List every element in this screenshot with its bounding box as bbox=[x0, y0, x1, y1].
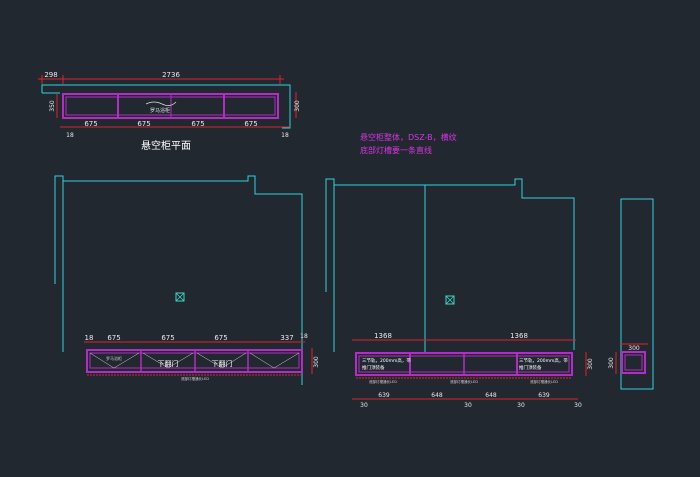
elevation-a-dim-6: 18 bbox=[300, 333, 308, 340]
plan-dim-edge-right: 18 bbox=[281, 132, 289, 139]
elevation-a-door-mark-4 bbox=[249, 352, 300, 369]
plan-depth-left: 350 bbox=[49, 100, 56, 112]
plan-dim-overall: 2736 bbox=[162, 71, 180, 79]
elevation-b-center-marker-x2 bbox=[445, 295, 455, 305]
elevation-a-center-marker-x2 bbox=[175, 292, 185, 302]
plan-dim-module-1: 675 bbox=[84, 120, 97, 128]
elevation-b: 三节轨，200mm高，带 推门顶装备 三节轨，200mm高，带 推门顶装备 底部… bbox=[325, 178, 594, 409]
elevation-b-bottom-note-3: 底部灯槽通长LED bbox=[530, 379, 558, 384]
elevation-a-center-marker-icon bbox=[175, 292, 185, 302]
elevation-b-dim-half-2: 1368 bbox=[510, 332, 528, 340]
elevation-b-dim-bottom-7: 30 bbox=[464, 402, 472, 409]
side-view-cabinet-outer bbox=[621, 351, 646, 374]
elevation-b-center-marker-icon bbox=[445, 295, 455, 305]
plan-dim-module-3: 675 bbox=[191, 120, 204, 128]
plan-dim-module-2: 675 bbox=[137, 120, 150, 128]
elevation-a-bottom-note: 底部灯槽通长LED bbox=[181, 376, 209, 381]
elevation-a-dim-3: 675 bbox=[161, 334, 174, 342]
plan-view: 罗马浴柜 298 2736 350 300 675 675 675 675 18… bbox=[38, 71, 301, 152]
elevation-a-door-label-2: 下翻门 bbox=[212, 359, 233, 368]
side-view-cabinet-inner bbox=[624, 354, 643, 371]
elevation-a-dim-4: 675 bbox=[214, 334, 227, 342]
side-view-wall bbox=[620, 198, 654, 390]
elevation-b-side-text-right-1: 三节轨，200mm高，带 bbox=[519, 357, 568, 364]
side-view: 300 300 bbox=[608, 198, 654, 390]
note-line-2: 底部灯槽要一条直线 bbox=[360, 145, 432, 155]
elevation-b-dim-bottom-3: 648 bbox=[431, 392, 443, 399]
elevation-b-dim-bottom-6: 30 bbox=[574, 402, 582, 409]
elevation-b-dim-bottom-5: 639 bbox=[538, 392, 550, 399]
elevation-a-height: 300 bbox=[313, 356, 320, 368]
design-note: 悬空柜整体，DSZ-B，横纹 底部灯槽要一条直线 bbox=[360, 132, 457, 155]
elevation-a-wall-outline bbox=[54, 175, 303, 385]
elevation-b-wall-outline bbox=[325, 178, 575, 350]
elevation-a-dim-2: 675 bbox=[107, 334, 120, 342]
elevation-a: 罗马浴柜 下翻门 下翻门 底部灯槽通长LED 18 675 675 675 33… bbox=[54, 175, 320, 385]
note-line-1: 悬空柜整体，DSZ-B，横纹 bbox=[360, 132, 457, 142]
plan-logo-text: 罗马浴柜 bbox=[150, 107, 170, 114]
elevation-a-door-label-1: 下翻门 bbox=[158, 359, 179, 368]
elevation-a-door-mark-1 bbox=[89, 352, 140, 369]
plan-wall-outline bbox=[41, 84, 291, 129]
elevation-b-dim-bottom-2: 639 bbox=[378, 392, 390, 399]
elevation-b-dim-bottom-8: 30 bbox=[517, 402, 525, 409]
elevation-a-dim-1: 18 bbox=[85, 334, 94, 342]
elevation-b-dim-half-1: 1368 bbox=[374, 332, 392, 340]
plan-dim-module-4: 675 bbox=[244, 120, 257, 128]
elevation-b-dim-bottom-4: 648 bbox=[485, 392, 497, 399]
elevation-a-logo-text: 罗马浴柜 bbox=[106, 355, 122, 361]
side-view-height: 300 bbox=[608, 357, 615, 369]
side-view-depth: 300 bbox=[628, 345, 640, 352]
elevation-b-dim-bottom-1: 30 bbox=[360, 402, 368, 409]
plan-depth-right: 300 bbox=[294, 100, 301, 112]
plan-logo-icon bbox=[145, 101, 177, 106]
elevation-b-height: 300 bbox=[587, 358, 594, 370]
elevation-b-bottom-note-2: 底部灯槽通长LED bbox=[450, 379, 478, 384]
elevation-b-side-text-right-2: 推门顶装备 bbox=[519, 364, 542, 371]
elevation-a-door-mark-3 bbox=[196, 352, 247, 369]
plan-dim-left-offset: 298 bbox=[44, 71, 57, 79]
elevation-a-door-mark-2 bbox=[142, 352, 194, 369]
elevation-b-side-text-left-1: 三节轨，200mm高，带 bbox=[362, 357, 411, 364]
plan-title: 悬空柜平面 bbox=[141, 139, 191, 152]
elevation-a-dim-5: 337 bbox=[280, 334, 293, 342]
elevation-b-bottom-note-1: 底部灯槽通长LED bbox=[369, 379, 397, 384]
elevation-b-side-text-left-2: 推门顶装备 bbox=[362, 364, 385, 371]
plan-dim-edge-left: 18 bbox=[66, 132, 74, 139]
